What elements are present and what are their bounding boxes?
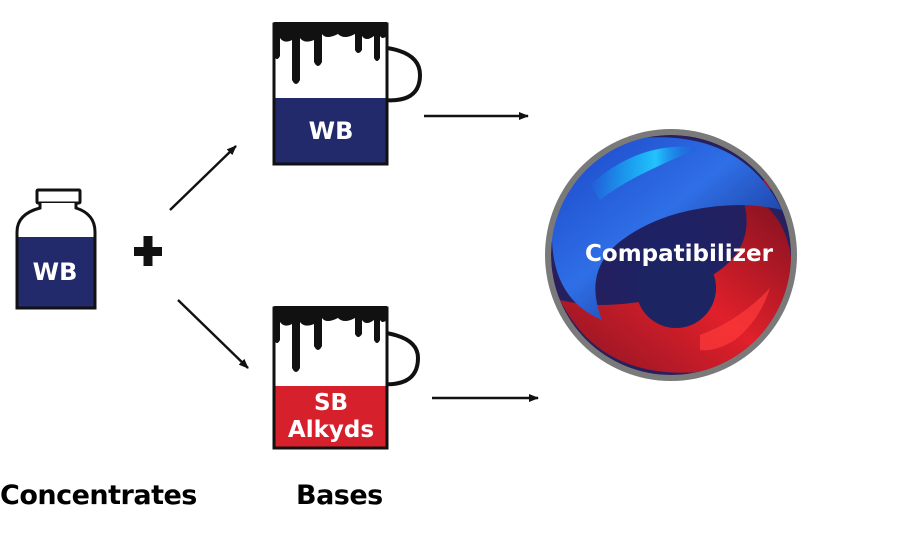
- paint-drips: [274, 22, 387, 84]
- caption-bases: Bases: [296, 480, 383, 511]
- can-fill: [275, 386, 386, 447]
- sb-base-label-line2: Alkyds: [288, 417, 374, 443]
- swirl-center: [636, 248, 716, 328]
- plus-icon: [134, 236, 162, 266]
- can-fill: [275, 98, 386, 163]
- jar-label: WB: [33, 258, 78, 286]
- arrow-to-sb-base: [177, 299, 249, 369]
- wb-base-label: WB: [309, 117, 354, 145]
- caption-concentrates: Concentrates: [0, 480, 197, 511]
- arrow-to-wb-base: [169, 145, 237, 211]
- paint-drips: [274, 306, 387, 372]
- sb-base-label-line1: SB: [314, 390, 348, 416]
- jar-lid: [35, 188, 82, 205]
- concentrate-jar: WB: [15, 188, 97, 310]
- compatibilizer-swirl: Compatibilizer: [545, 129, 797, 381]
- wb-base-can: WB: [272, 22, 423, 166]
- compatibilizer-label: Compatibilizer: [585, 241, 774, 267]
- jar-fill: [18, 237, 94, 307]
- sb-alkyd-base-can: SB Alkyds: [272, 306, 421, 450]
